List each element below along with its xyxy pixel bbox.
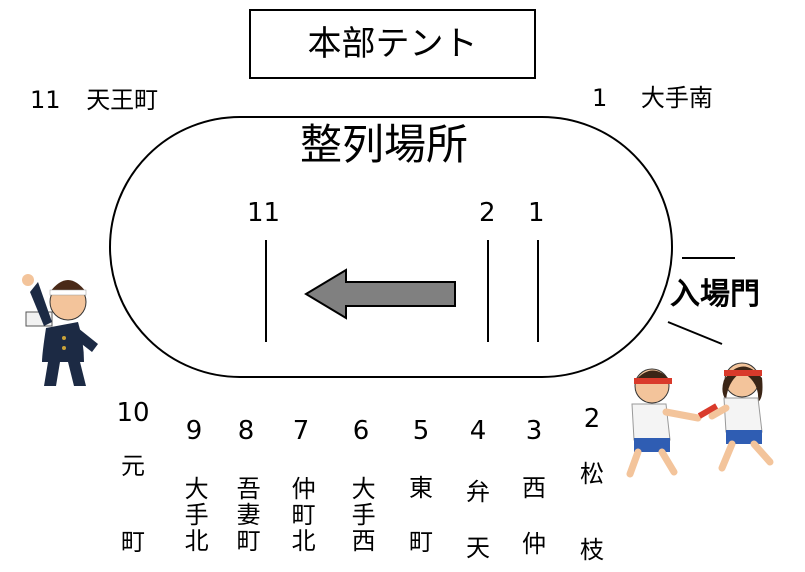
column-10-bottom: 町 — [121, 528, 145, 556]
column-10-num: 10 — [116, 398, 150, 428]
lane-line-right — [537, 240, 539, 342]
column-5: 5 東 町 — [401, 418, 441, 554]
column-7-name: 仲町北 — [287, 476, 316, 554]
column-9-num: 9 — [185, 416, 203, 446]
column-3-num: 3 — [525, 416, 543, 446]
column-2-bottom: 枝 — [580, 536, 604, 564]
area-title: 整列場所 — [299, 120, 468, 169]
column-10-top: 元 — [121, 452, 145, 480]
tent-box: 本部テント — [249, 9, 536, 79]
column-7-num: 7 — [292, 416, 310, 446]
column-2-top: 松 — [580, 460, 604, 488]
column-5-num: 5 — [412, 416, 430, 446]
column-3-top: 西 — [522, 474, 546, 502]
student-pointing-icon — [22, 274, 98, 386]
column-2: 2 松 枝 — [572, 406, 612, 562]
column-2-num: 2 — [583, 404, 601, 434]
column-4: 4 弁 天 — [458, 418, 498, 560]
column-7: 7 仲町北 — [281, 418, 321, 554]
gate-lines — [667, 257, 735, 345]
column-8: 8 吾妻町 — [226, 418, 266, 554]
lane-number-right: 1 — [528, 198, 545, 228]
column-4-num: 4 — [469, 416, 487, 446]
corner-top-left-name: 天王町 — [86, 86, 159, 114]
corner-top-right-name: 大手南 — [640, 84, 713, 112]
gate-label: 入場門 — [670, 277, 760, 312]
lane-number-left: 11 — [247, 198, 281, 228]
corner-top-right-num: 1 — [592, 84, 608, 112]
track-oval — [109, 116, 673, 378]
corner-top-left: 11 天王町 — [30, 88, 158, 112]
lane-line-left — [265, 240, 267, 342]
column-4-top: 弁 — [466, 478, 490, 506]
column-3-bottom: 仲 — [522, 530, 546, 558]
column-9: 9 大手北 — [174, 418, 214, 554]
column-5-bottom: 町 — [409, 528, 433, 556]
column-3: 3 西 仲 — [514, 418, 554, 556]
corner-top-right: 1 大手南 — [592, 86, 713, 110]
column-8-num: 8 — [237, 416, 255, 446]
column-4-bottom: 天 — [466, 534, 490, 562]
relay-runners-icon — [626, 362, 774, 478]
lane-number-mid: 2 — [479, 198, 496, 228]
column-5-top: 東 — [409, 474, 433, 502]
column-6: 6 大手西 — [341, 418, 381, 554]
column-6-name: 大手西 — [347, 476, 376, 554]
left-arrow-icon — [304, 268, 456, 320]
tent-label: 本部テント — [307, 24, 478, 64]
column-9-name: 大手北 — [180, 476, 209, 554]
column-8-name: 吾妻町 — [232, 476, 261, 554]
column-6-num: 6 — [352, 416, 370, 446]
corner-top-left-num: 11 — [30, 86, 61, 114]
lane-line-mid — [487, 240, 489, 342]
column-10: 10 元 町 — [113, 400, 153, 554]
